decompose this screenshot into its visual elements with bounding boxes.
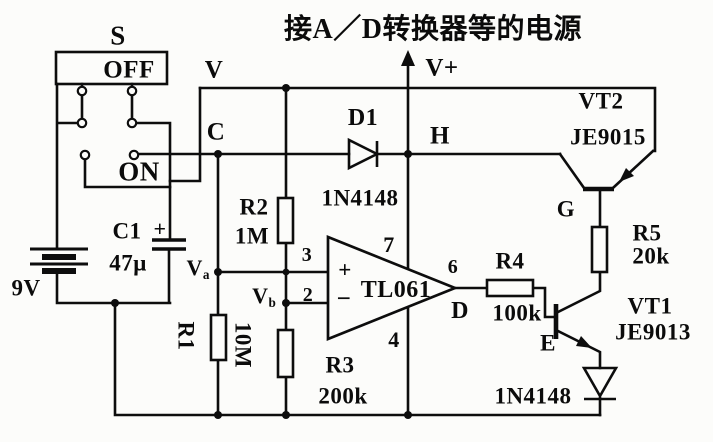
diode-d1-symbol: [347, 137, 380, 171]
node-h-label: H: [430, 122, 450, 150]
opamp-part-label: TL061: [360, 277, 432, 303]
vt2-emitter-arrow: [619, 168, 634, 182]
switch-contacts: [76, 85, 140, 161]
opamp-pin6-label: 6: [447, 256, 459, 278]
vt2-part: JE9015: [570, 124, 646, 150]
wire-vt2-collector: [558, 152, 586, 190]
c1-ref: C1: [112, 218, 142, 244]
wire-ground-rail: [113, 301, 602, 417]
resistor-r2-body: [276, 196, 295, 245]
opamp-triangle: [326, 235, 459, 341]
opamp-minus-sign: −: [336, 285, 352, 313]
r2-value: 1M: [234, 223, 270, 249]
r5-value: 20k: [632, 243, 670, 269]
wire-switch-right-stub: [134, 121, 172, 242]
node-c-label: C: [206, 118, 226, 146]
r4-value: 100k: [492, 300, 542, 326]
vt2-ref: VT2: [578, 88, 624, 114]
opamp-pin4-label: 4: [388, 327, 400, 352]
resistor-r4-body: [485, 278, 535, 298]
c1-polarity-sign: +: [153, 216, 167, 241]
vt1-ref: VT1: [627, 293, 673, 319]
v-rail-label: V: [204, 56, 224, 84]
vt1-part: JE9013: [615, 319, 691, 345]
r3-value: 200k: [318, 383, 368, 409]
wire-vt1-emitter: [554, 328, 602, 370]
resistor-r3-body: [276, 328, 295, 379]
resistor-r5-body: [590, 225, 609, 274]
transistor-bars: [553, 186, 614, 339]
wire-switch-bridges: [80, 89, 134, 125]
opamp-pin7-label: 7: [383, 232, 395, 257]
arrowheads: [401, 50, 634, 348]
diode-d1-ref: D1: [347, 105, 379, 131]
capacitor-c1-symbol: [152, 238, 186, 251]
chinese-title: 接A／D转换器等的电源: [284, 14, 582, 45]
wires: [55, 58, 657, 417]
r2-ref: R2: [239, 194, 269, 220]
node-vb-label: Vb: [252, 282, 276, 310]
wire-on-loop: [83, 157, 172, 189]
r4-ref: R4: [495, 248, 525, 274]
switch-off-box: [54, 50, 169, 86]
wire-battery-minus: [55, 248, 172, 305]
node-va-label: Va: [186, 254, 210, 282]
diode-d2-part: 1N4148: [494, 383, 572, 409]
opamp-pin2-label: 2: [302, 284, 314, 306]
wire-v-drop: [168, 86, 202, 183]
vplus-arrow: [401, 50, 415, 66]
wire-top-rail: [198, 86, 657, 153]
node-e-label: E: [540, 330, 556, 356]
battery-symbol: [30, 247, 88, 274]
wire-vt1-collector: [554, 270, 602, 315]
diode-d2-symbol: [581, 366, 619, 401]
resistor-r1-body: [209, 313, 228, 362]
r5-ref: R5: [632, 220, 662, 246]
wire-battery-riser: [55, 82, 80, 251]
switch-ref-label: S: [110, 20, 126, 51]
r3-ref: R3: [325, 352, 355, 378]
node-g-label: G: [556, 196, 576, 222]
vt1-emitter-arrow: [576, 336, 592, 348]
opamp-pin3-label: 3: [301, 244, 313, 266]
diode-d1-part: 1N4148: [321, 185, 399, 211]
switch-on-label: ON: [118, 156, 160, 187]
opamp-plus-sign: +: [338, 257, 352, 283]
resistor-bodies: [209, 196, 609, 379]
r1-value: 10M: [230, 321, 256, 369]
r1-ref rot: R1: [173, 321, 199, 351]
node-d-label: D: [451, 298, 469, 324]
switch-off-label: OFF: [103, 56, 155, 84]
battery-value: 9V: [11, 275, 41, 301]
vplus-label: V+: [425, 54, 459, 82]
junction-dots: [111, 84, 412, 419]
c1-value: 47μ: [109, 250, 147, 276]
